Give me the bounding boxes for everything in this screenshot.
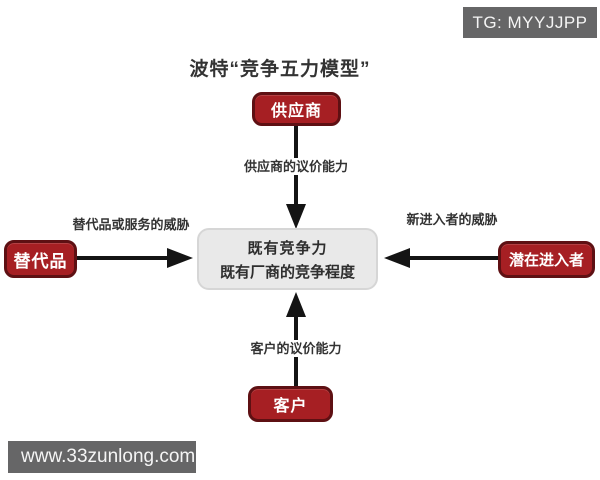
supplier-power-label: 供应商的议价能力 xyxy=(226,158,366,175)
substitute-to-center-arrow xyxy=(77,248,193,268)
entrant-threat-label: 新进入者的威胁 xyxy=(406,212,498,227)
diagram-title: 波特“竞争五力模型” xyxy=(189,59,371,80)
substitute-node: 替代品 xyxy=(4,240,77,278)
center-box-line2: 既有厂商的竞争程度 xyxy=(219,263,355,281)
entrant-to-center-arrow xyxy=(384,248,498,268)
potential-entrant-node: 潜在进入者 xyxy=(498,241,595,278)
supplier-node: 供应商 xyxy=(252,92,341,126)
customer-power-label: 客户的议价能力 xyxy=(231,340,361,357)
supplier-to-center-arrow xyxy=(286,126,306,229)
top-right-watermark-banner: TG: MYYJJPP xyxy=(463,7,597,38)
customer-to-center-arrow xyxy=(286,292,306,386)
center-box-line1: 既有竞争力 xyxy=(247,239,328,257)
center-competition-box: 既有竞争力 既有厂商的竞争程度 xyxy=(197,228,378,290)
bottom-left-url-banner: www.33zunlong.com xyxy=(8,441,196,473)
substitute-threat-label: 替代品或服务的威胁 xyxy=(72,217,190,232)
customer-node: 客户 xyxy=(248,386,333,422)
